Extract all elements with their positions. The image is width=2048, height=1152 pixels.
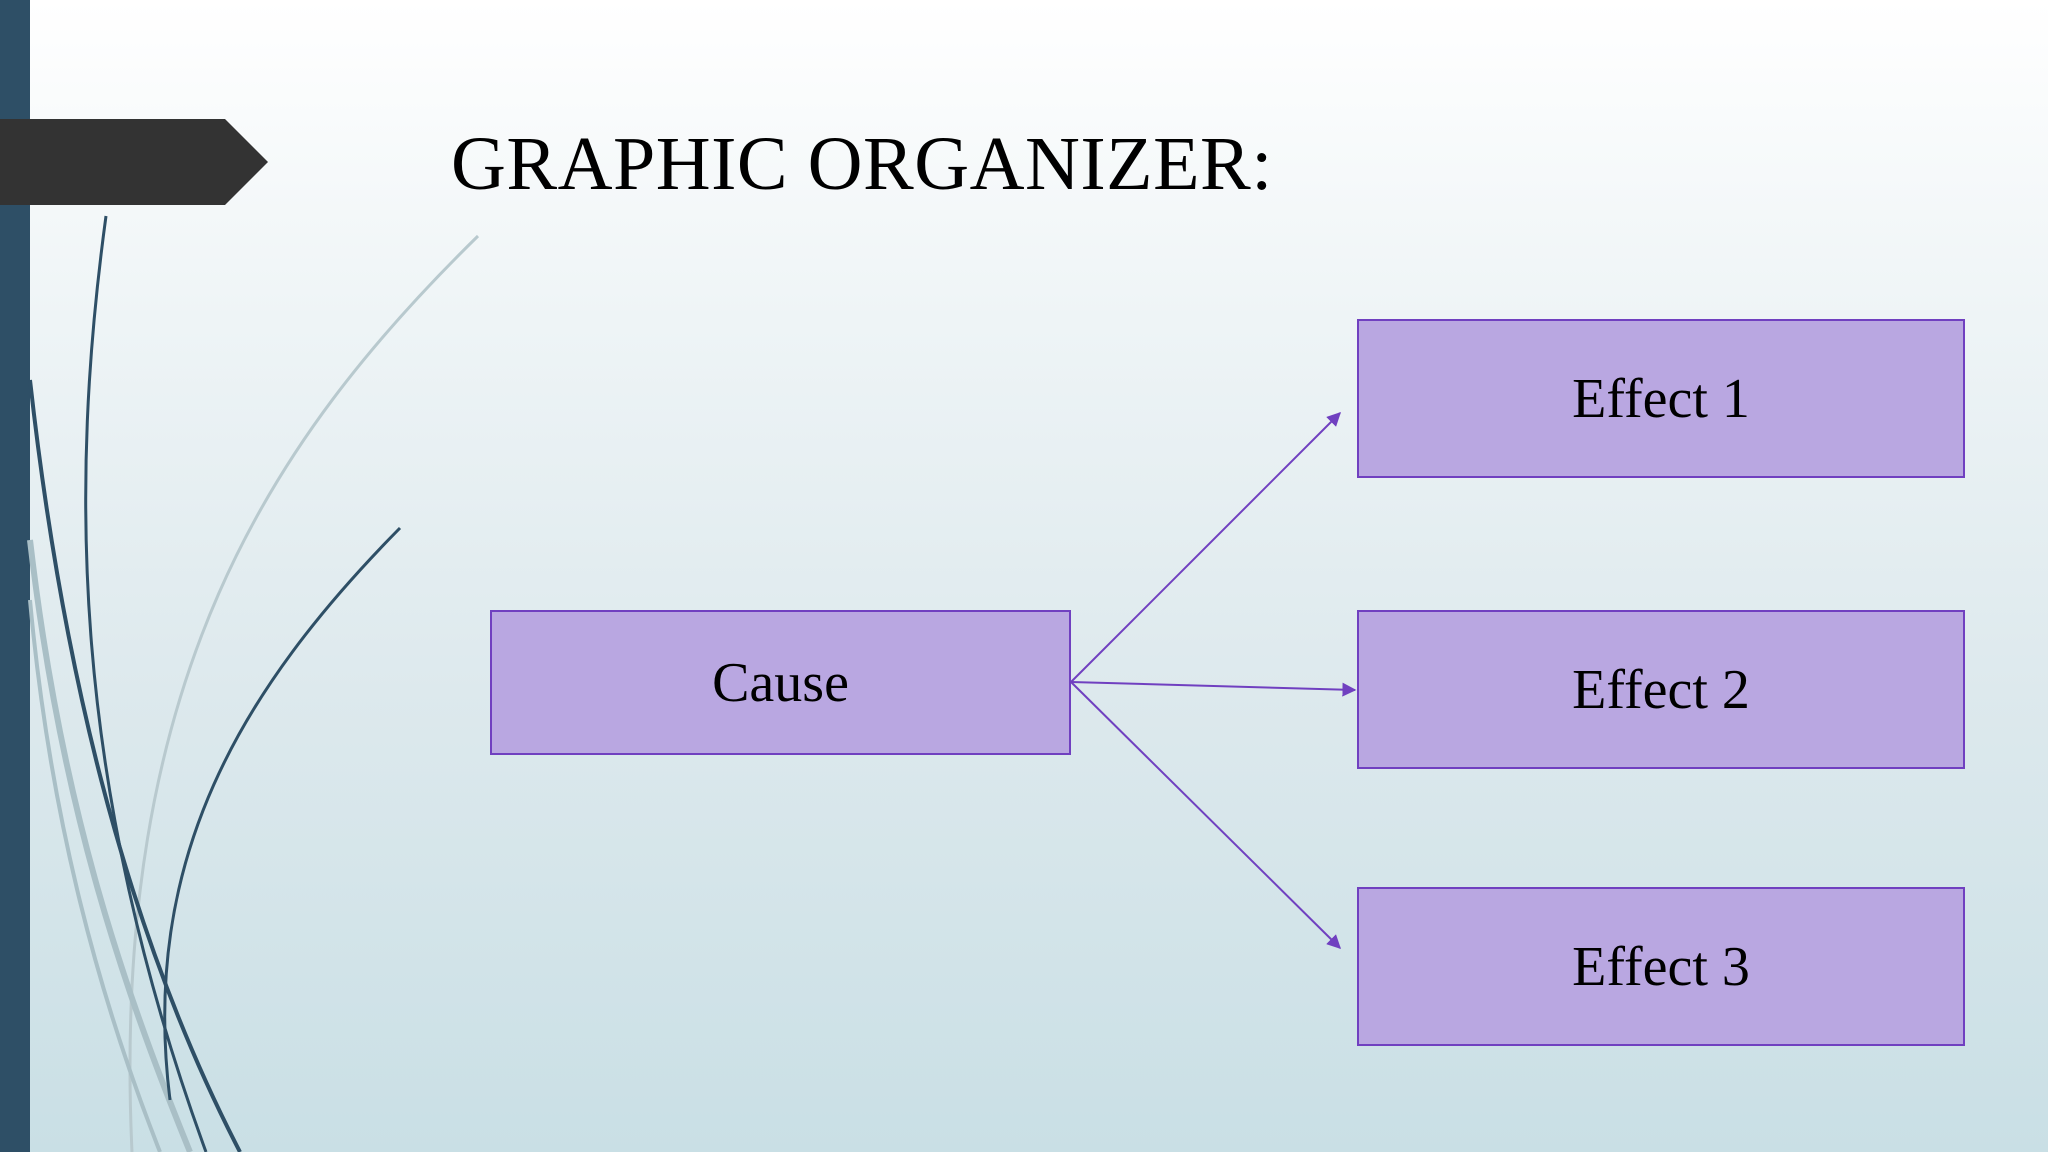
arrow-cause-to-effect-1 [1070,412,1341,683]
decorative-curve-dark-1 [84,215,208,1152]
title-tab-marker [0,119,268,205]
effect-2-label: Effect 2 [1572,658,1750,721]
effect-box-1: Effect 1 [1357,319,1965,478]
cause-label: Cause [712,651,849,714]
decorative-curve-dark-3 [163,526,402,1101]
arrow-cause-to-effect-3 [1070,681,1341,949]
arrow-cause-to-effect-2 [1070,681,1357,697]
effect-box-2: Effect 2 [1357,610,1965,769]
decorative-curve-light-3 [28,599,162,1152]
decorative-curve-dark-2 [28,379,242,1152]
effect-3-label: Effect 3 [1572,935,1750,998]
effect-1-label: Effect 1 [1572,367,1750,430]
cause-box: Cause [490,610,1071,755]
effect-box-3: Effect 3 [1357,887,1965,1046]
decorative-curve-light-1 [128,234,480,1152]
decorative-curve-light-2 [27,539,193,1152]
slide-title: GRAPHIC ORGANIZER: [451,122,1273,206]
